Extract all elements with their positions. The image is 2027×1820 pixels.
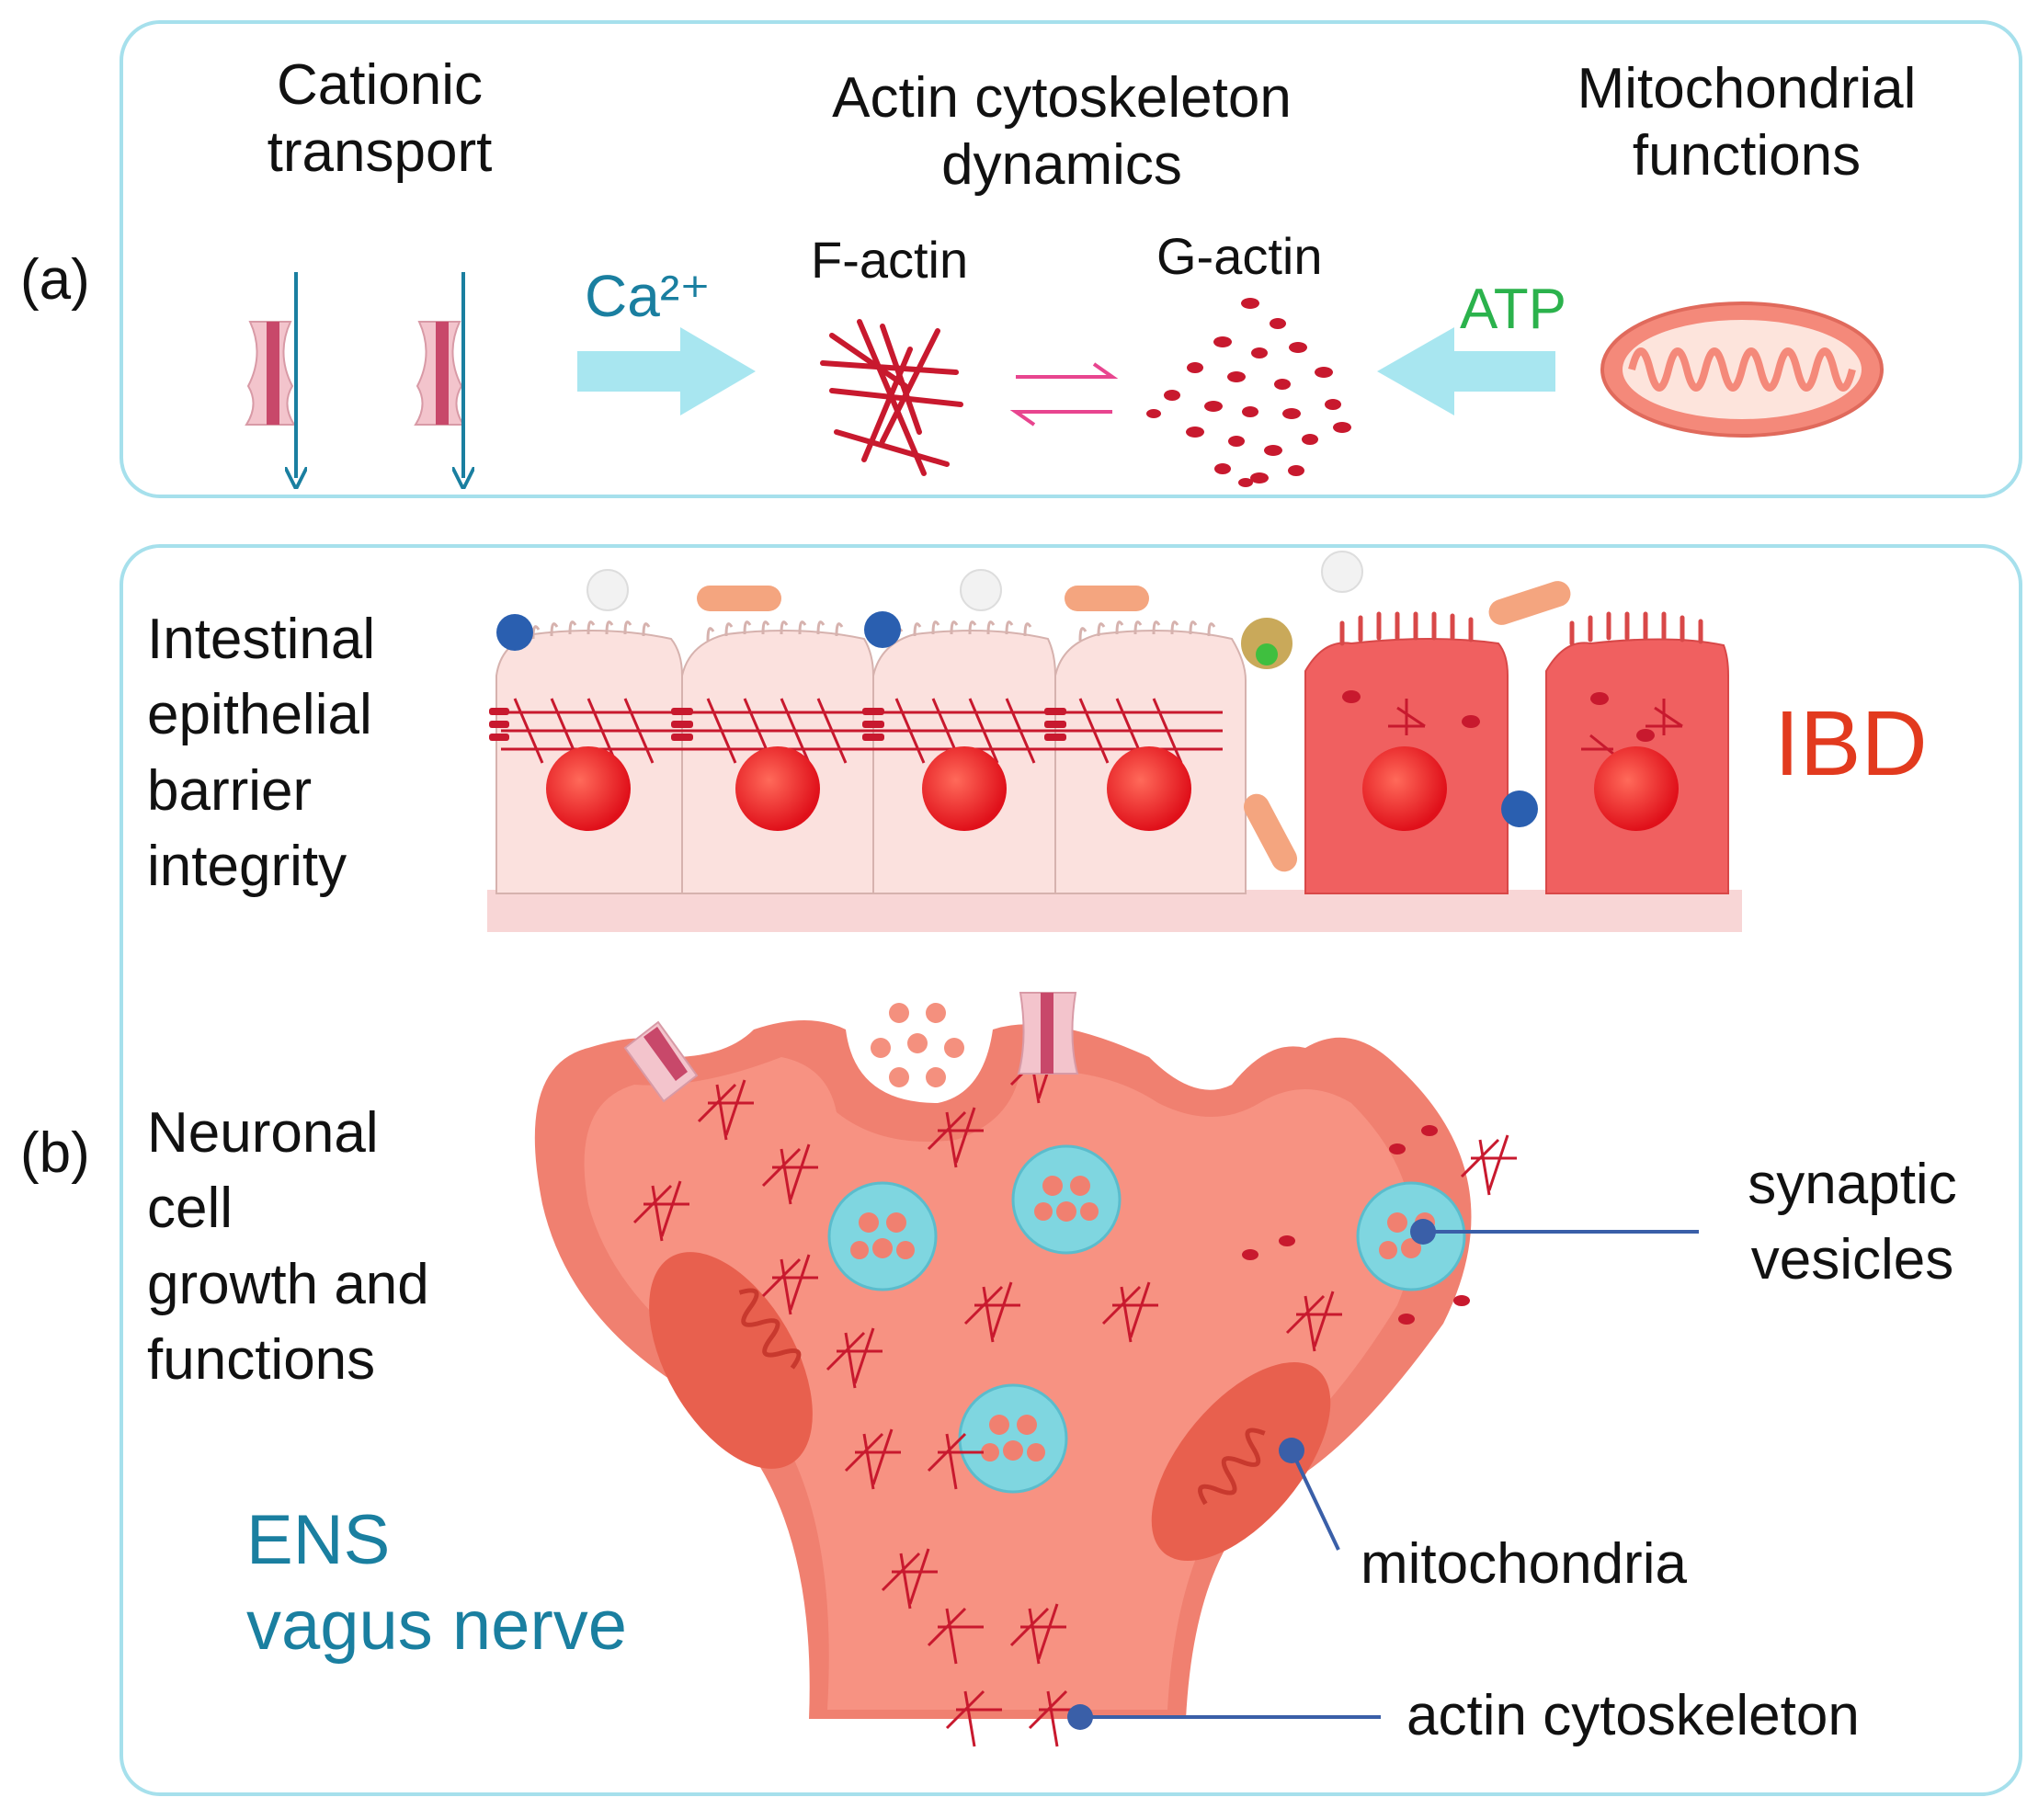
synaptic-vesicles-label: synaptic vesicles: [1719, 1147, 1986, 1299]
ibd-label: IBD: [1774, 692, 1928, 795]
luminal-microbes: [496, 551, 1571, 872]
neuronal-cell-title: Neuronal cell growth and functions: [147, 1096, 429, 1399]
calcium-label: Ca²⁺: [585, 263, 711, 329]
ion-channel-1: [245, 272, 296, 478]
epithelial-title-line-4: integrity: [147, 835, 347, 899]
ens-vagus-label: ENS vagus nerve: [246, 1498, 627, 1668]
cationic-transport-title: Cationic transport: [237, 51, 522, 186]
mitochondrial-functions-title: Mitochondrial functions: [1544, 55, 1949, 189]
g-actin-particles: [1146, 298, 1351, 487]
epithelial-title-line-1: Intestinal: [147, 608, 376, 671]
mito-title-line-2: functions: [1632, 124, 1862, 188]
epithelial-title-line-2: epithelial: [147, 683, 372, 747]
synaptic-terminal: [534, 992, 1517, 1747]
synaptic-vesicles-line-1: synaptic: [1748, 1153, 1957, 1216]
epithelial-barrier-title: Intestinal epithelial barrier integrity: [147, 602, 375, 905]
vagus-nerve-label: vagus nerve: [246, 1586, 628, 1665]
ca-arrow: [577, 327, 756, 415]
atp-arrow: [1377, 327, 1555, 415]
neuronal-title-line-1: Neuronal: [147, 1101, 379, 1165]
cationic-title-line-2: transport: [267, 120, 493, 185]
ens-label: ENS: [246, 1501, 391, 1579]
mitochondrion-illustration: [1600, 301, 1884, 438]
panel-b-label: (b): [20, 1121, 90, 1185]
synaptic-vesicles-line-2: vesicles: [1750, 1228, 1954, 1292]
mito-title-line-1: Mitochondrial: [1577, 57, 1917, 120]
mitochondria-label: mitochondria: [1361, 1532, 1687, 1596]
actin-title-line-1: Actin cytoskeleton: [832, 66, 1292, 130]
g-actin-label: G-actin: [1156, 227, 1323, 285]
neuronal-title-line-3: growth and: [147, 1252, 429, 1316]
cationic-title-line-1: Cationic: [277, 53, 483, 117]
atp-label: ATP: [1460, 278, 1566, 341]
actin-title-line-2: dynamics: [941, 133, 1182, 198]
intestinal-epithelium: [487, 551, 1742, 932]
callout-lines: [1067, 1219, 1699, 1730]
neuronal-title-line-2: cell: [147, 1177, 233, 1241]
f-actin-filaments: [820, 319, 963, 476]
epithelial-title-line-3: barrier: [147, 758, 313, 823]
f-actin-label: F-actin: [811, 231, 969, 289]
actin-cytoskeleton-label: actin cytoskeleton: [1406, 1684, 1860, 1747]
equilibrium-arrows: [1009, 362, 1119, 427]
ion-channel-2: [414, 272, 463, 478]
neuronal-title-line-4: functions: [147, 1328, 376, 1393]
panel-a-label: (a): [20, 248, 90, 312]
actin-dynamics-title: Actin cytoskeleton dynamics: [781, 64, 1342, 199]
